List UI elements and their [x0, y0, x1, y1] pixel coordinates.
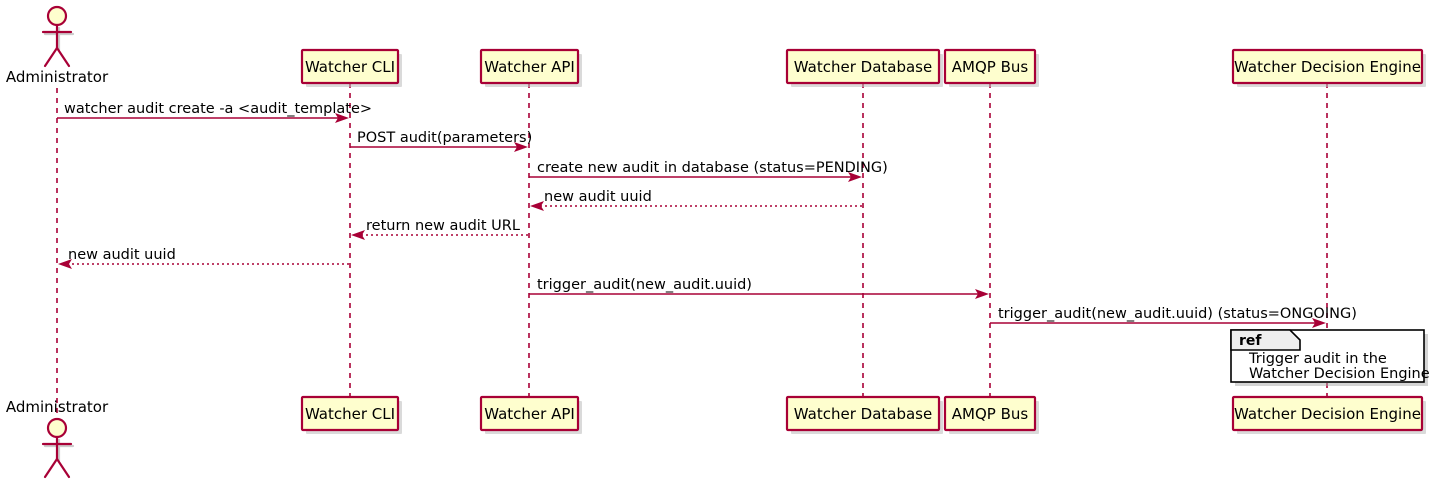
- message-8: trigger_audit(new_audit.uuid) (status=ON…: [990, 306, 1357, 328]
- ref-line-1: Trigger audit in the: [1248, 351, 1387, 367]
- ref-fragment: ref Trigger audit in the Watcher Decisio…: [1230, 329, 1430, 386]
- arrow-head-icon: [335, 113, 349, 123]
- participant-box[interactable]: [300, 395, 400, 432]
- actor-head-icon-bottom: [46, 417, 68, 439]
- ref-tab-label: ref: [1239, 333, 1262, 349]
- participant-header-watcher-decision-engine[interactable]: Watcher Decision Engine: [1231, 48, 1426, 87]
- participant-header-watcher-cli[interactable]: Watcher CLI: [300, 48, 402, 87]
- message-1: watcher audit create -a <audit_template>: [57, 101, 372, 123]
- participant-label: Watcher CLI: [305, 405, 395, 423]
- message-3: create new audit in database (status=PEN…: [529, 160, 888, 182]
- participant-box[interactable]: [1231, 395, 1424, 432]
- message-7: trigger_audit(new_audit.uuid): [529, 277, 989, 299]
- participant-box[interactable]: [300, 48, 400, 85]
- participant-footer-watcher-api[interactable]: Watcher API: [479, 395, 582, 434]
- participant-label: AMQP Bus: [952, 405, 1029, 423]
- participant-box[interactable]: [943, 395, 1037, 432]
- participant-label: Watcher Database: [794, 405, 932, 423]
- participant-footer-watcher-database[interactable]: Watcher Database: [785, 395, 943, 434]
- message-label: new audit uuid: [544, 189, 652, 205]
- participant-label: Watcher Decision Engine: [1234, 58, 1421, 76]
- message-5: return new audit URL: [351, 218, 528, 240]
- participant-footer-watcher-cli[interactable]: Watcher CLI: [300, 395, 402, 434]
- message-2: POST audit(parameters): [350, 130, 532, 152]
- message-label: create new audit in database (status=PEN…: [537, 160, 888, 176]
- participant-box[interactable]: [479, 395, 580, 432]
- message-4: new audit uuid: [530, 189, 862, 211]
- arrow-head-icon: [848, 172, 862, 182]
- message-label: new audit uuid: [68, 247, 176, 263]
- participant-label: Watcher Decision Engine: [1234, 405, 1421, 423]
- participant-box[interactable]: [943, 48, 1037, 85]
- message-label: return new audit URL: [366, 218, 520, 234]
- lifelines-group: [56, 83, 1328, 425]
- actor-body-bottom: [41, 435, 73, 479]
- participant-header-watcher-database[interactable]: Watcher Database: [785, 48, 943, 87]
- participant-footer-watcher-decision-engine[interactable]: Watcher Decision Engine: [1231, 395, 1426, 434]
- participant-box[interactable]: [479, 48, 580, 85]
- arrow-head-icon: [351, 230, 365, 240]
- participant-label: Watcher API: [484, 58, 575, 76]
- ref-line-2: Watcher Decision Engine: [1249, 366, 1430, 382]
- participant-box[interactable]: [1231, 48, 1424, 85]
- ref-tab: [1230, 329, 1301, 351]
- participant-label: Watcher API: [484, 405, 575, 423]
- arrow-head-icon: [58, 259, 72, 269]
- participant-box[interactable]: [785, 395, 941, 432]
- actor-administrator-bottom: Administrator: [6, 398, 109, 479]
- participant-label: AMQP Bus: [952, 58, 1029, 76]
- participant-header-watcher-api[interactable]: Watcher API: [479, 48, 582, 87]
- message-label: POST audit(parameters): [357, 130, 532, 146]
- arrow-head-icon: [514, 142, 528, 152]
- participant-box[interactable]: [785, 48, 941, 85]
- actor-administrator-top: Administrator: [6, 5, 109, 86]
- message-6: new audit uuid: [58, 247, 349, 269]
- message-label: trigger_audit(new_audit.uuid) (status=ON…: [998, 306, 1357, 322]
- message-label: trigger_audit(new_audit.uuid): [537, 277, 752, 293]
- actor-label-administrator-top: Administrator: [6, 68, 109, 86]
- message-label: watcher audit create -a <audit_template>: [64, 101, 372, 117]
- actor-body-top: [41, 23, 73, 68]
- arrow-head-icon: [530, 201, 544, 211]
- participant-label: Watcher CLI: [305, 58, 395, 76]
- actor-label-administrator-bottom: Administrator: [6, 398, 109, 416]
- arrow-head-icon: [975, 289, 989, 299]
- participant-label: Watcher Database: [794, 58, 932, 76]
- participant-header-amqp-bus[interactable]: AMQP Bus: [943, 48, 1039, 87]
- participant-footer-amqp-bus[interactable]: AMQP Bus: [943, 395, 1039, 434]
- actor-head-icon-top: [46, 5, 68, 27]
- arrow-head-icon: [1312, 318, 1326, 328]
